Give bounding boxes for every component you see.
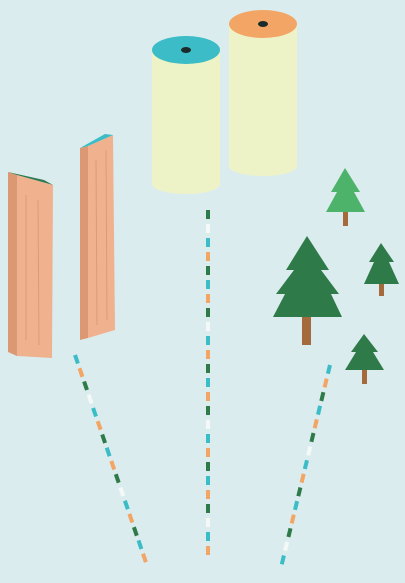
dash-segment xyxy=(116,474,119,483)
dash-segment xyxy=(93,408,96,417)
dash-segment xyxy=(328,365,330,374)
dash-segment xyxy=(139,540,142,549)
dash-segment xyxy=(321,392,323,401)
dash-segment xyxy=(325,379,327,388)
dash-segment xyxy=(302,474,304,483)
paper-roll-icon xyxy=(229,10,297,176)
dash-segment xyxy=(295,501,297,510)
dash-segment xyxy=(98,421,101,430)
dash-segment xyxy=(102,435,105,444)
dash-segment xyxy=(308,447,310,456)
dash-segment xyxy=(84,382,87,391)
dash-segment xyxy=(111,461,114,470)
dash-segment xyxy=(80,368,83,377)
dash-segment xyxy=(75,355,78,364)
wooden-plank-icon xyxy=(8,172,53,358)
dash-segment xyxy=(292,515,294,524)
dash-segment xyxy=(125,501,128,510)
dash-segment xyxy=(305,460,307,469)
dash-segment xyxy=(129,514,132,523)
dash-segment xyxy=(134,527,137,536)
dash-segment xyxy=(288,528,290,537)
dash-segment xyxy=(311,433,313,442)
wooden-plank-icon xyxy=(80,134,115,340)
dash-segment xyxy=(298,488,300,497)
dash-segment xyxy=(282,556,284,565)
paper-roll-icon xyxy=(152,36,220,194)
dash-segment xyxy=(285,542,287,551)
dash-segment xyxy=(318,406,320,415)
dash-segment xyxy=(89,395,92,404)
dash-segment xyxy=(120,488,123,497)
dash-segment xyxy=(107,448,110,457)
dash-segment xyxy=(143,554,146,563)
dash-segment xyxy=(315,419,317,428)
